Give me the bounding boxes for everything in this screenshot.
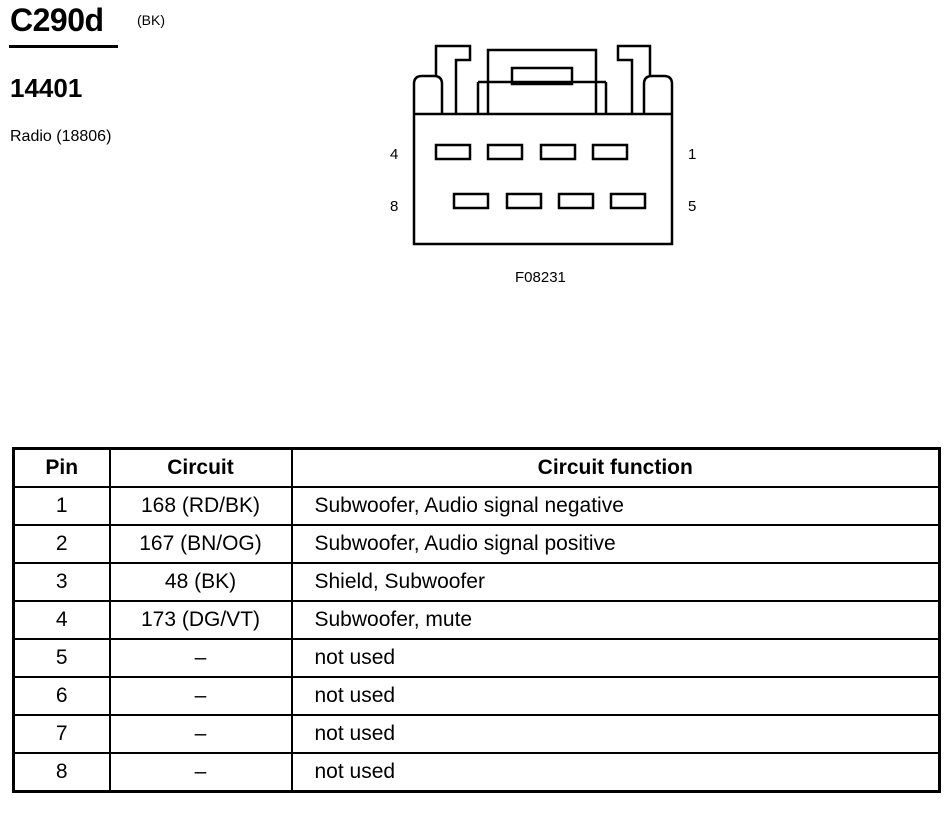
pin-cavity-5 [609, 192, 647, 210]
table-row: 5 – not used [12, 638, 941, 678]
center-key [510, 66, 574, 86]
function-cell: Shield, Subwoofer [290, 562, 941, 602]
circuit-cell: – [108, 676, 293, 716]
pin-cell: 6 [12, 676, 111, 716]
header-circuit: Circuit [108, 447, 293, 488]
circuit-cell: 167 (BN/OG) [108, 524, 293, 564]
pin-label-5: 5 [688, 198, 697, 215]
pin-cell: 1 [12, 486, 111, 526]
connector-body [412, 114, 674, 246]
pinout-table: Pin Circuit Circuit function 1 168 (RD/B… [12, 447, 941, 793]
table-row: 1 168 (RD/BK) Subwoofer, Audio signal ne… [12, 486, 941, 526]
table-row: 4 173 (DG/VT) Subwoofer, mute [12, 600, 941, 640]
function-cell: Subwoofer, Audio signal negative [290, 486, 941, 526]
table-row: 2 167 (BN/OG) Subwoofer, Audio signal po… [12, 524, 941, 564]
connector-color: (BK) [137, 12, 165, 28]
circuit-cell: – [108, 714, 293, 754]
connector-face-diagram [412, 44, 674, 246]
pin-label-4: 4 [390, 146, 399, 163]
part-number: 14401 [10, 73, 83, 103]
pin-cavity-6 [557, 192, 595, 210]
pin-cavity-1 [591, 143, 629, 161]
component-name: Radio (18806) [10, 128, 112, 145]
table-row: 8 – not used [12, 752, 941, 793]
table-header-row: Pin Circuit Circuit function [12, 447, 941, 488]
function-cell: Subwoofer, Audio signal positive [290, 524, 941, 564]
function-cell: not used [290, 714, 941, 754]
pin-cavity-8 [452, 192, 490, 210]
function-cell: not used [290, 638, 941, 678]
function-cell: Subwoofer, mute [290, 600, 941, 640]
circuit-cell: – [108, 638, 293, 678]
pin-cell: 5 [12, 638, 111, 678]
pin-cavity-3 [486, 143, 524, 161]
pin-cell: 3 [12, 562, 111, 602]
right-latch [642, 74, 674, 114]
function-cell: not used [290, 752, 941, 793]
left-latch [412, 74, 444, 114]
circuit-cell: – [108, 752, 293, 793]
pin-cavity-2 [539, 143, 577, 161]
table-row: 6 – not used [12, 676, 941, 716]
circuit-cell: 168 (RD/BK) [108, 486, 293, 526]
pin-cell: 8 [12, 752, 111, 793]
pin-cell: 2 [12, 524, 111, 564]
connector-id-underline [9, 45, 118, 48]
right-latch-arm [616, 44, 652, 114]
pin-cell: 4 [12, 600, 111, 640]
pin-cavity-4 [434, 143, 472, 161]
pin-label-8: 8 [390, 198, 399, 215]
circuit-cell: 173 (DG/VT) [108, 600, 293, 640]
table-row: 3 48 (BK) Shield, Subwoofer [12, 562, 941, 602]
figure-id: F08231 [515, 269, 566, 286]
pin-label-1: 1 [688, 146, 697, 163]
pin-cavity-7 [505, 192, 543, 210]
pin-cell: 7 [12, 714, 111, 754]
connector-id: C290d [10, 2, 104, 38]
header-pin: Pin [12, 447, 111, 488]
function-cell: not used [290, 676, 941, 716]
table-row: 7 – not used [12, 714, 941, 754]
circuit-cell: 48 (BK) [108, 562, 293, 602]
left-latch-arm [434, 44, 472, 114]
header-circuit-function: Circuit function [290, 447, 941, 488]
